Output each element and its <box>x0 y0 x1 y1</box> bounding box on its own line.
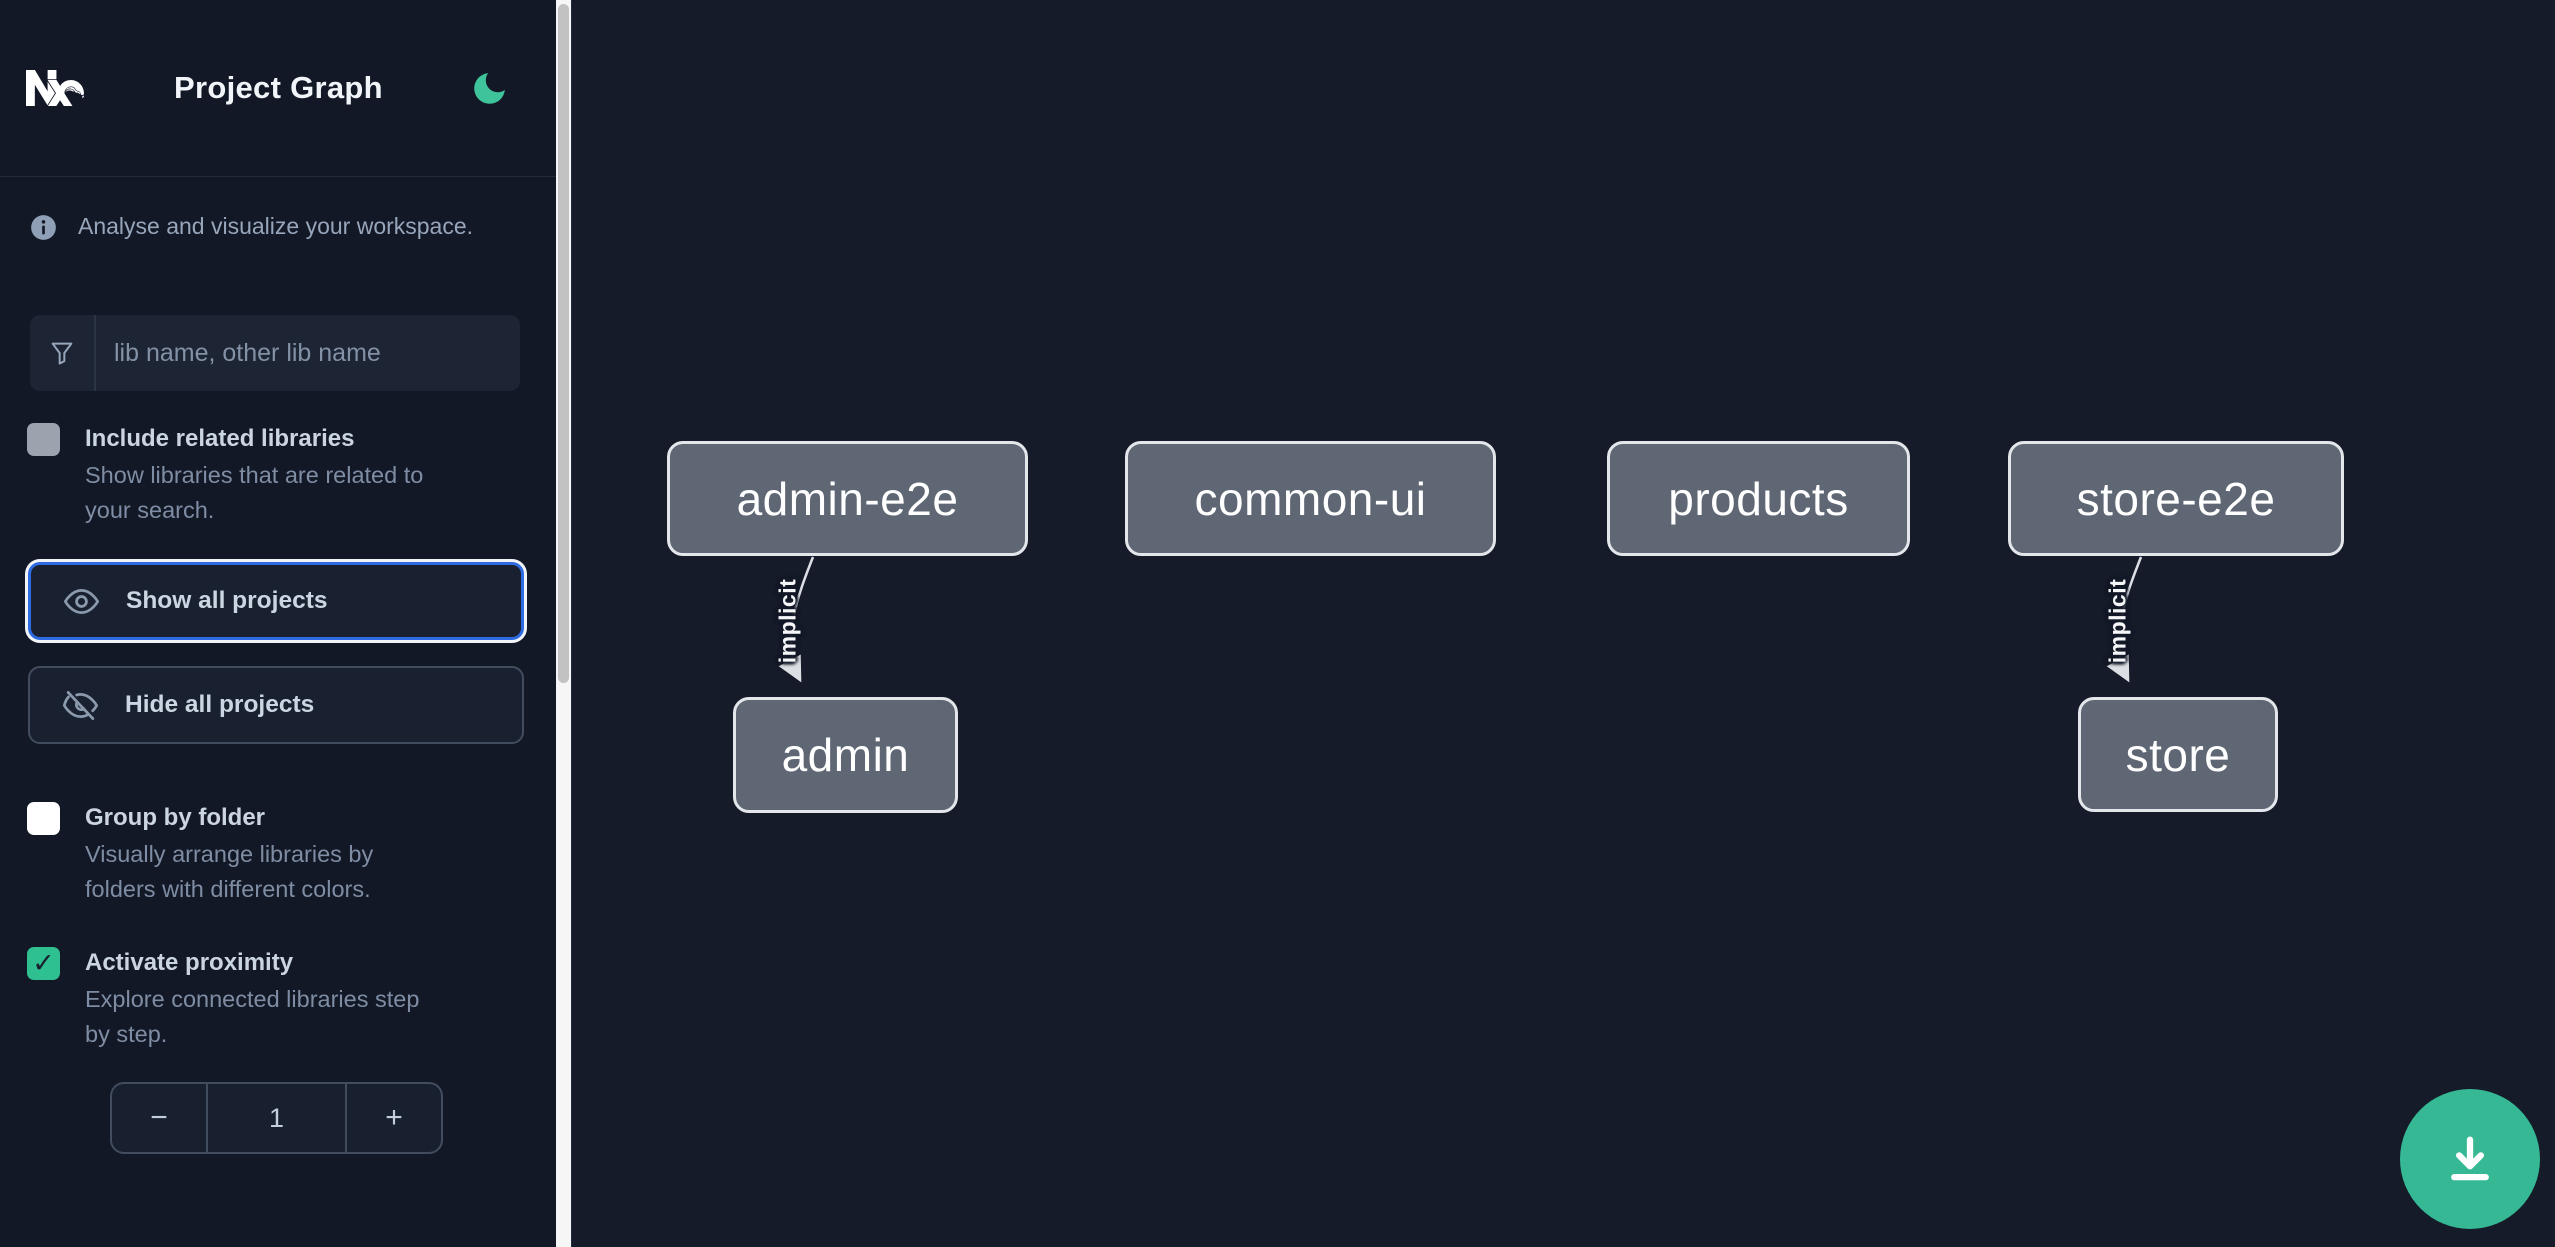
moon-icon <box>474 72 505 104</box>
sidebar: Project Graph Analyse and visualize your… <box>0 0 556 1247</box>
include-related-checkbox[interactable] <box>27 423 60 456</box>
group-by-folder-checkbox[interactable] <box>27 802 60 835</box>
eye-icon <box>63 588 100 614</box>
sidebar-header: Project Graph <box>0 0 556 177</box>
proximity-stepper: − 1 + <box>110 1082 443 1154</box>
hide-all-projects-button[interactable]: Hide all projects <box>28 666 524 744</box>
sidebar-scrollbar-track <box>556 0 571 1247</box>
show-all-projects-button[interactable]: Show all projects <box>28 562 524 640</box>
sidebar-scrollbar-thumb[interactable] <box>558 4 569 683</box>
show-all-projects-label: Show all projects <box>126 587 328 614</box>
graph-canvas[interactable]: implicit implicit admin-e2e common-ui produc… <box>571 0 2555 1247</box>
graph-node-admin-e2e[interactable]: admin-e2e <box>667 441 1028 556</box>
workspace-info: Analyse and visualize your workspace. <box>30 213 520 241</box>
nx-logo <box>26 58 126 118</box>
include-related-description: Show libraries that are related to your … <box>85 462 424 523</box>
page-title: Project Graph <box>174 70 383 105</box>
filter-box <box>30 315 520 391</box>
graph-node-admin[interactable]: admin <box>733 697 958 813</box>
edge-label-admin-e2e-admin: implicit <box>774 578 801 664</box>
graph-node-store[interactable]: store <box>2078 697 2278 812</box>
activate-proximity-description: Explore connected libraries step by step… <box>85 986 420 1047</box>
funnel-icon <box>30 315 96 391</box>
include-related-label[interactable]: Include related libraries <box>85 425 355 452</box>
activate-proximity-checkbox[interactable] <box>27 947 60 980</box>
group-by-folder-block: Group by folder Visually arrange librari… <box>27 800 520 907</box>
workspace-info-text: Analyse and visualize your workspace. <box>78 213 474 239</box>
group-by-folder-label[interactable]: Group by folder <box>85 804 265 831</box>
filter-input[interactable] <box>96 315 520 391</box>
activate-proximity-label[interactable]: Activate proximity <box>85 949 294 976</box>
include-related-block: Include related libraries Show libraries… <box>27 421 520 528</box>
graph-node-products[interactable]: products <box>1607 441 1910 556</box>
edge-label-store-e2e-store: implicit <box>2104 578 2131 664</box>
theme-toggle-button[interactable] <box>469 68 510 109</box>
graph-node-common-ui[interactable]: common-ui <box>1125 441 1496 556</box>
eye-off-icon <box>62 690 99 720</box>
group-by-folder-description: Visually arrange libraries by folders wi… <box>85 841 374 902</box>
hide-all-projects-label: Hide all projects <box>125 691 315 718</box>
info-icon <box>31 215 56 240</box>
activate-proximity-block: Activate proximity Explore connected lib… <box>27 945 520 1052</box>
graph-node-store-e2e[interactable]: store-e2e <box>2008 441 2344 556</box>
download-graph-button[interactable] <box>2400 1089 2540 1229</box>
proximity-value: 1 <box>268 1102 285 1133</box>
proximity-decrement-button[interactable]: − <box>112 1084 208 1152</box>
download-icon <box>2451 1136 2489 1181</box>
proximity-increment-button[interactable]: + <box>345 1084 441 1152</box>
